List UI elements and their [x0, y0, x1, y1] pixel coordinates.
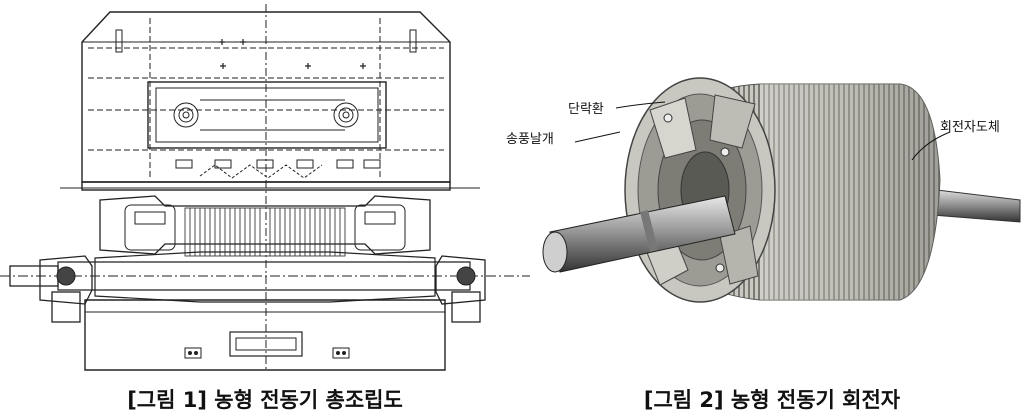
label-leader-lines	[574, 101, 951, 161]
label-fan-blade: 송풍날개	[506, 132, 554, 147]
assembly-line-drawing	[0, 4, 530, 372]
rotor-illustration	[542, 77, 1021, 303]
label-end-ring: 단락환	[568, 102, 604, 117]
figure1-caption: [그림 1] 농형 전동기 총조립도	[127, 388, 403, 412]
figure-assembly-drawing: [그림 1] 농형 전동기 총조립도	[0, 4, 530, 412]
label-rotor-conductor: 회전자도체	[940, 120, 1000, 135]
figure2-caption: [그림 2] 농형 전동기 회전자	[643, 388, 901, 412]
figure-rotor-image: 단락환 송풍날개 회전자도체 [그림 2] 농형 전동기 회전자	[506, 0, 1024, 420]
